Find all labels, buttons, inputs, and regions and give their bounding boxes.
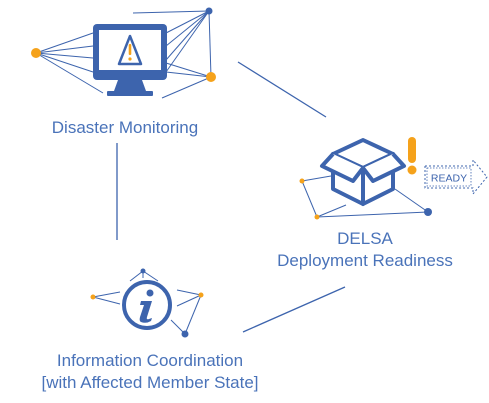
exclamation-icon bbox=[407, 137, 417, 175]
ready-tag-text: READY bbox=[431, 173, 467, 185]
delsa-label-line1: DELSA bbox=[337, 229, 393, 248]
info-node-dot bbox=[90, 294, 96, 300]
delsa-node-dot bbox=[424, 208, 432, 216]
delsa-node-dot bbox=[299, 178, 305, 184]
monitoring-network bbox=[35, 10, 212, 99]
delsa-node-dot bbox=[314, 214, 320, 220]
monitoring-node-dot bbox=[206, 72, 216, 82]
info-node-dot bbox=[140, 268, 146, 274]
info-label-line2: [with Affected Member State] bbox=[41, 373, 259, 392]
monitor-warning-icon bbox=[93, 24, 167, 96]
ready-tag: READY bbox=[424, 158, 488, 196]
delsa-network bbox=[301, 175, 429, 218]
delsa-label: DELSA Deployment Readiness bbox=[250, 228, 480, 272]
info-label: Information Coordination [with Affected … bbox=[0, 350, 300, 394]
delsa-label-line2: Deployment Readiness bbox=[277, 251, 453, 270]
info-label-line1: Information Coordination bbox=[56, 351, 244, 370]
connector-delsa-info bbox=[242, 286, 346, 333]
connector-monitoring-delsa bbox=[237, 61, 327, 118]
monitoring-node-dot bbox=[31, 48, 41, 58]
monitoring-node-dot bbox=[205, 7, 213, 15]
info-node-dot bbox=[181, 330, 189, 338]
box-icon bbox=[320, 138, 406, 206]
info-icon bbox=[122, 280, 172, 330]
monitoring-label: Disaster Monitoring bbox=[51, 118, 199, 137]
info-node-dot bbox=[198, 292, 204, 298]
